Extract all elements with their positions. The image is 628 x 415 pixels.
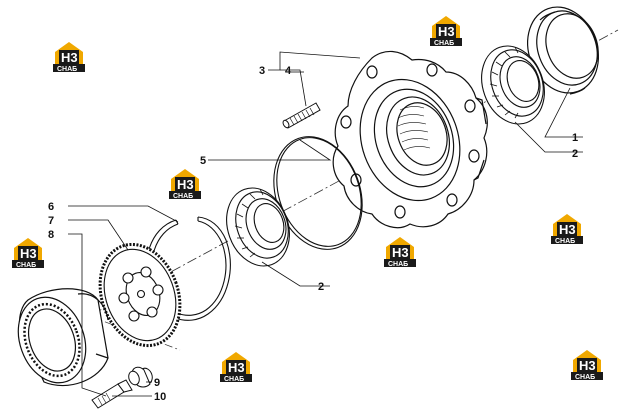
part-10-bolt — [91, 379, 133, 409]
part-7-gear-carrier — [98, 242, 182, 348]
svg-text:CHAБ: CHAБ — [16, 262, 36, 269]
callout-10: 10 — [154, 391, 166, 403]
part-4-stud — [282, 102, 321, 129]
watermark-logo: H3 CHAБ — [551, 214, 583, 245]
svg-text:H3: H3 — [438, 24, 455, 39]
callout-3: 3 — [259, 65, 265, 77]
svg-text:H3: H3 — [20, 246, 37, 261]
callout-2-upper: 2 — [572, 148, 578, 160]
watermark-logo: H3 CHAБ — [220, 352, 252, 383]
callout-7: 7 — [48, 215, 54, 227]
svg-text:CHAБ: CHAБ — [434, 40, 454, 47]
svg-text:H3: H3 — [61, 50, 78, 65]
wheel-hub — [332, 50, 488, 229]
svg-text:CHAБ: CHAБ — [388, 261, 408, 268]
callout-8: 8 — [48, 229, 54, 241]
watermark-logo: H3 CHAБ — [53, 42, 85, 73]
callout-labels: 1 2 3 4 5 6 7 8 2 9 10 — [48, 65, 578, 403]
part-2-lower-roller-bearing — [226, 187, 290, 267]
part-1-bearing-race — [527, 6, 599, 95]
callout-2-lower: 2 — [318, 281, 324, 293]
callout-4: 4 — [285, 65, 292, 77]
svg-text:CHAБ: CHAБ — [575, 374, 595, 381]
svg-text:CHAБ: CHAБ — [224, 376, 244, 383]
part-2-upper-roller-bearing — [481, 45, 545, 125]
svg-text:H3: H3 — [559, 222, 576, 237]
watermark-logo: H3 CHAБ — [430, 16, 462, 47]
svg-text:H3: H3 — [177, 177, 194, 192]
svg-text:CHAБ: CHAБ — [173, 193, 193, 200]
svg-text:H3: H3 — [392, 245, 409, 260]
leader-lines — [68, 51, 583, 397]
callout-9: 9 — [154, 377, 160, 389]
svg-text:H3: H3 — [228, 360, 245, 375]
watermark-logo: H3 CHAБ — [12, 238, 44, 269]
callout-6: 6 — [48, 201, 54, 213]
watermark-logo: H3 CHAБ — [169, 169, 201, 200]
watermark-logo: H3 CHAБ — [384, 237, 416, 268]
svg-text:CHAБ: CHAБ — [57, 66, 77, 73]
watermark-logo: H3 CHAБ — [571, 350, 603, 381]
callout-1: 1 — [572, 132, 578, 144]
watermark-logos: H3 CHAБ H3 CHAБ H3 CHAБ H3 CHAБ — [12, 16, 603, 383]
svg-text:H3: H3 — [579, 358, 596, 373]
part-8-ring-gear — [17, 288, 109, 387]
part-9-washer — [128, 366, 153, 388]
svg-text:CHAБ: CHAБ — [555, 238, 575, 245]
callout-5: 5 — [200, 155, 206, 167]
